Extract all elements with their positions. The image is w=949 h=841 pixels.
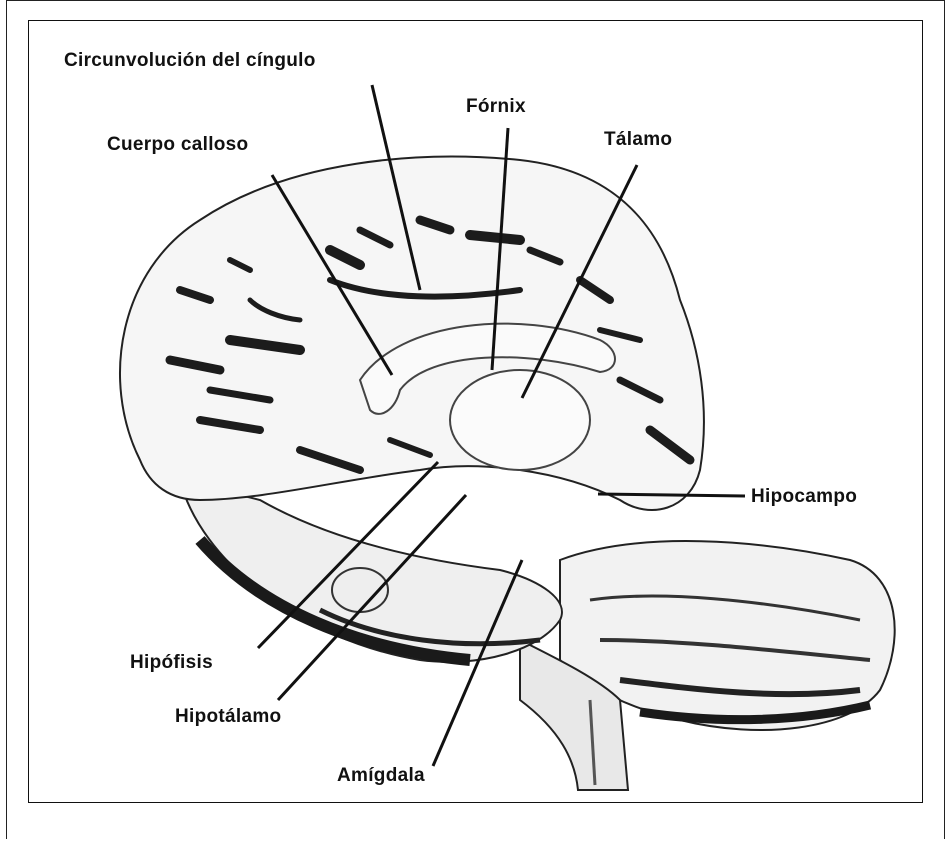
label-cingulate-gyrus: Circunvolución del cíngulo — [64, 50, 316, 72]
thalamus-shape — [450, 370, 590, 470]
label-thalamus: Tálamo — [604, 129, 672, 151]
label-pituitary: Hipófisis — [130, 652, 213, 674]
label-hypothalamus: Hipotálamo — [175, 706, 281, 728]
label-corpus-callosum: Cuerpo calloso — [107, 134, 248, 156]
label-fornix: Fórnix — [466, 96, 526, 118]
label-hippocampus: Hipocampo — [751, 486, 857, 508]
label-amygdala: Amígdala — [337, 765, 425, 787]
